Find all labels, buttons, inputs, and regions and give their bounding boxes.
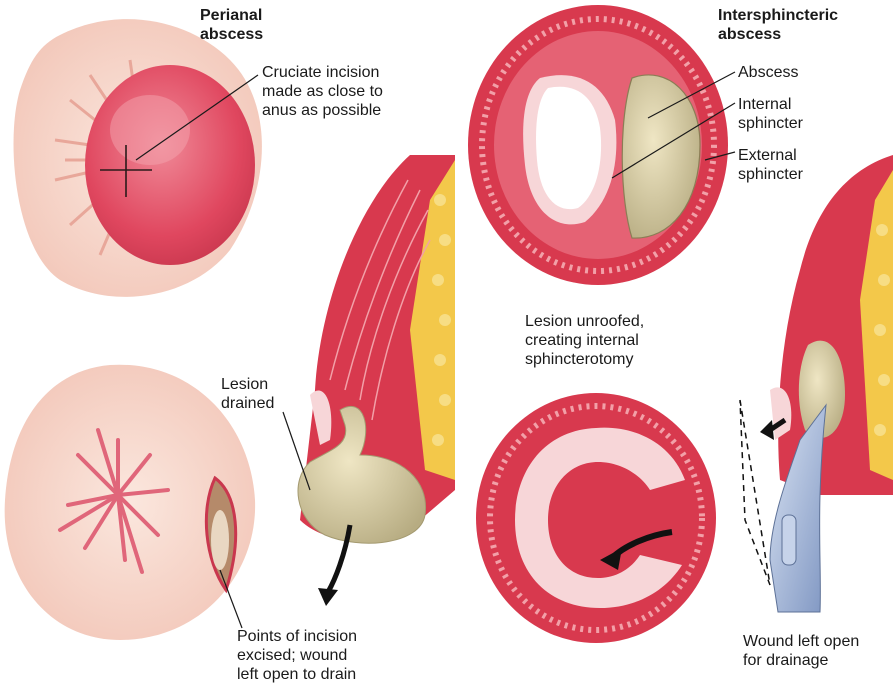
perianal-skin-view [13,19,261,297]
perianal-abscess-title: Perianal abscess [200,6,263,44]
cruciate-incision-label: Cruciate incision made as close to anus … [262,63,383,120]
perianal-sagittal-section [283,155,455,606]
points-of-incision-label: Points of incision excised; wound left o… [237,627,357,684]
lesion-drained-label: Lesion drained [221,375,274,413]
intersphincteric-cross-section [468,5,735,285]
intersphincteric-sagittal-section [740,155,893,612]
excised-skin-view [5,365,255,640]
unroofed-cross-section [476,393,716,643]
external-sphincter-label: External sphincter [738,146,803,184]
lesion-drained-leader-line [283,412,310,490]
lesion-unroofed-label: Lesion unroofed, creating internal sphin… [525,312,644,369]
intersphincteric-abscess-title: Intersphincteric abscess [718,6,838,44]
wound-left-open-label: Wound left open for drainage [743,632,859,670]
internal-sphincter-label: Internal sphincter [738,95,803,133]
abscess-label: Abscess [738,63,798,82]
